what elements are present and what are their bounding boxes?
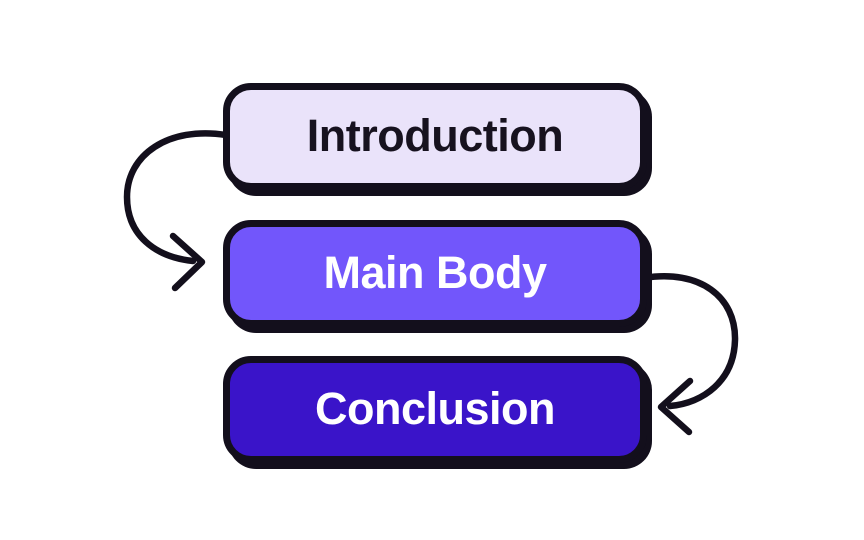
- node-introduction-label: Introduction: [306, 109, 564, 161]
- node-conclusion: Conclusion: [223, 356, 647, 463]
- node-main-body-label: Main Body: [323, 246, 547, 298]
- node-conclusion-label: Conclusion: [315, 382, 556, 434]
- node-main-body: Main Body: [223, 220, 647, 327]
- arrow-introduction-to-mainbody-icon: [123, 130, 230, 292]
- node-introduction: Introduction: [223, 83, 647, 190]
- arrow-mainbody-to-conclusion-icon: [640, 273, 739, 436]
